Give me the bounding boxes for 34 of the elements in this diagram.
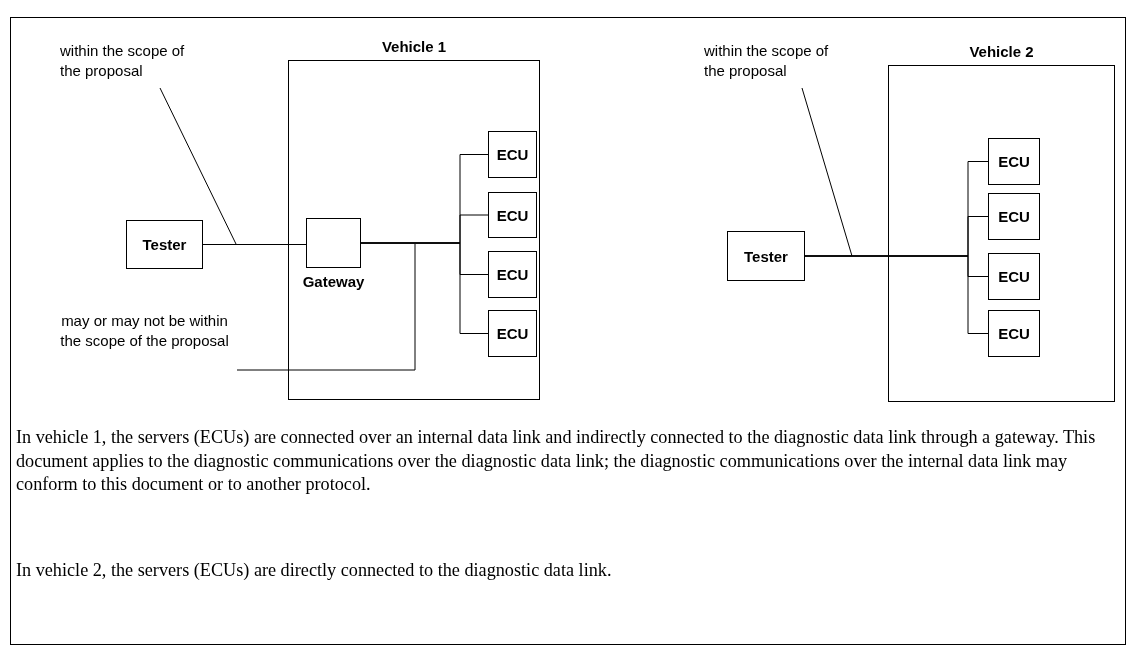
connection-line [360,242,489,334]
leader-line [236,243,416,371]
vehicle-title: Vehicle 2 [969,43,1034,60]
unit-box [488,251,537,298]
unit-label: ECU [998,268,1030,285]
unit-label: ECU [998,153,1030,170]
unit-label: ECU [496,146,529,163]
gateway-label: Gateway [302,273,365,290]
unit-label: Tester [744,247,788,265]
unit-box [988,193,1040,240]
unit-label: Tester [142,236,187,253]
unit-box [988,138,1040,185]
description-paragraph: In vehicle 2, the servers (ECUs) are directly connected to the diagnostic data link. [16,559,613,582]
leader-line [159,87,237,245]
annotation-text: within the scope of the proposal [60,41,186,81]
unit-box [727,231,805,281]
unit-box [126,220,203,269]
unit-label: ECU [998,325,1030,342]
connection-line [202,244,307,245]
annotation-text: may or may not be within the scope of the proposal [59,310,230,351]
annotation-text: within the scope of the proposal [704,41,830,81]
vehicle-title: Vehicle 1 [381,38,447,55]
unit-label: ECU [496,266,529,283]
unit-box [488,131,537,178]
unit-box [488,192,537,238]
unit-box [488,310,537,357]
unit-box [988,253,1040,300]
unit-label: ECU [998,208,1030,225]
leader-line [801,87,853,257]
connection-line [804,255,989,334]
description-paragraph: In vehicle 1, the servers (ECUs) are connected over an internal data link and indirectly connected to the diagnostic data link through a gateway. This document applies to the diagnostic communications over the diagnostic data link; the diagnostic communications over the internal data link may conform to this document or to another protocol. [16,426,1097,497]
unit-label: ECU [496,206,529,224]
unit-label: ECU [496,325,529,342]
unit-box [988,310,1040,357]
